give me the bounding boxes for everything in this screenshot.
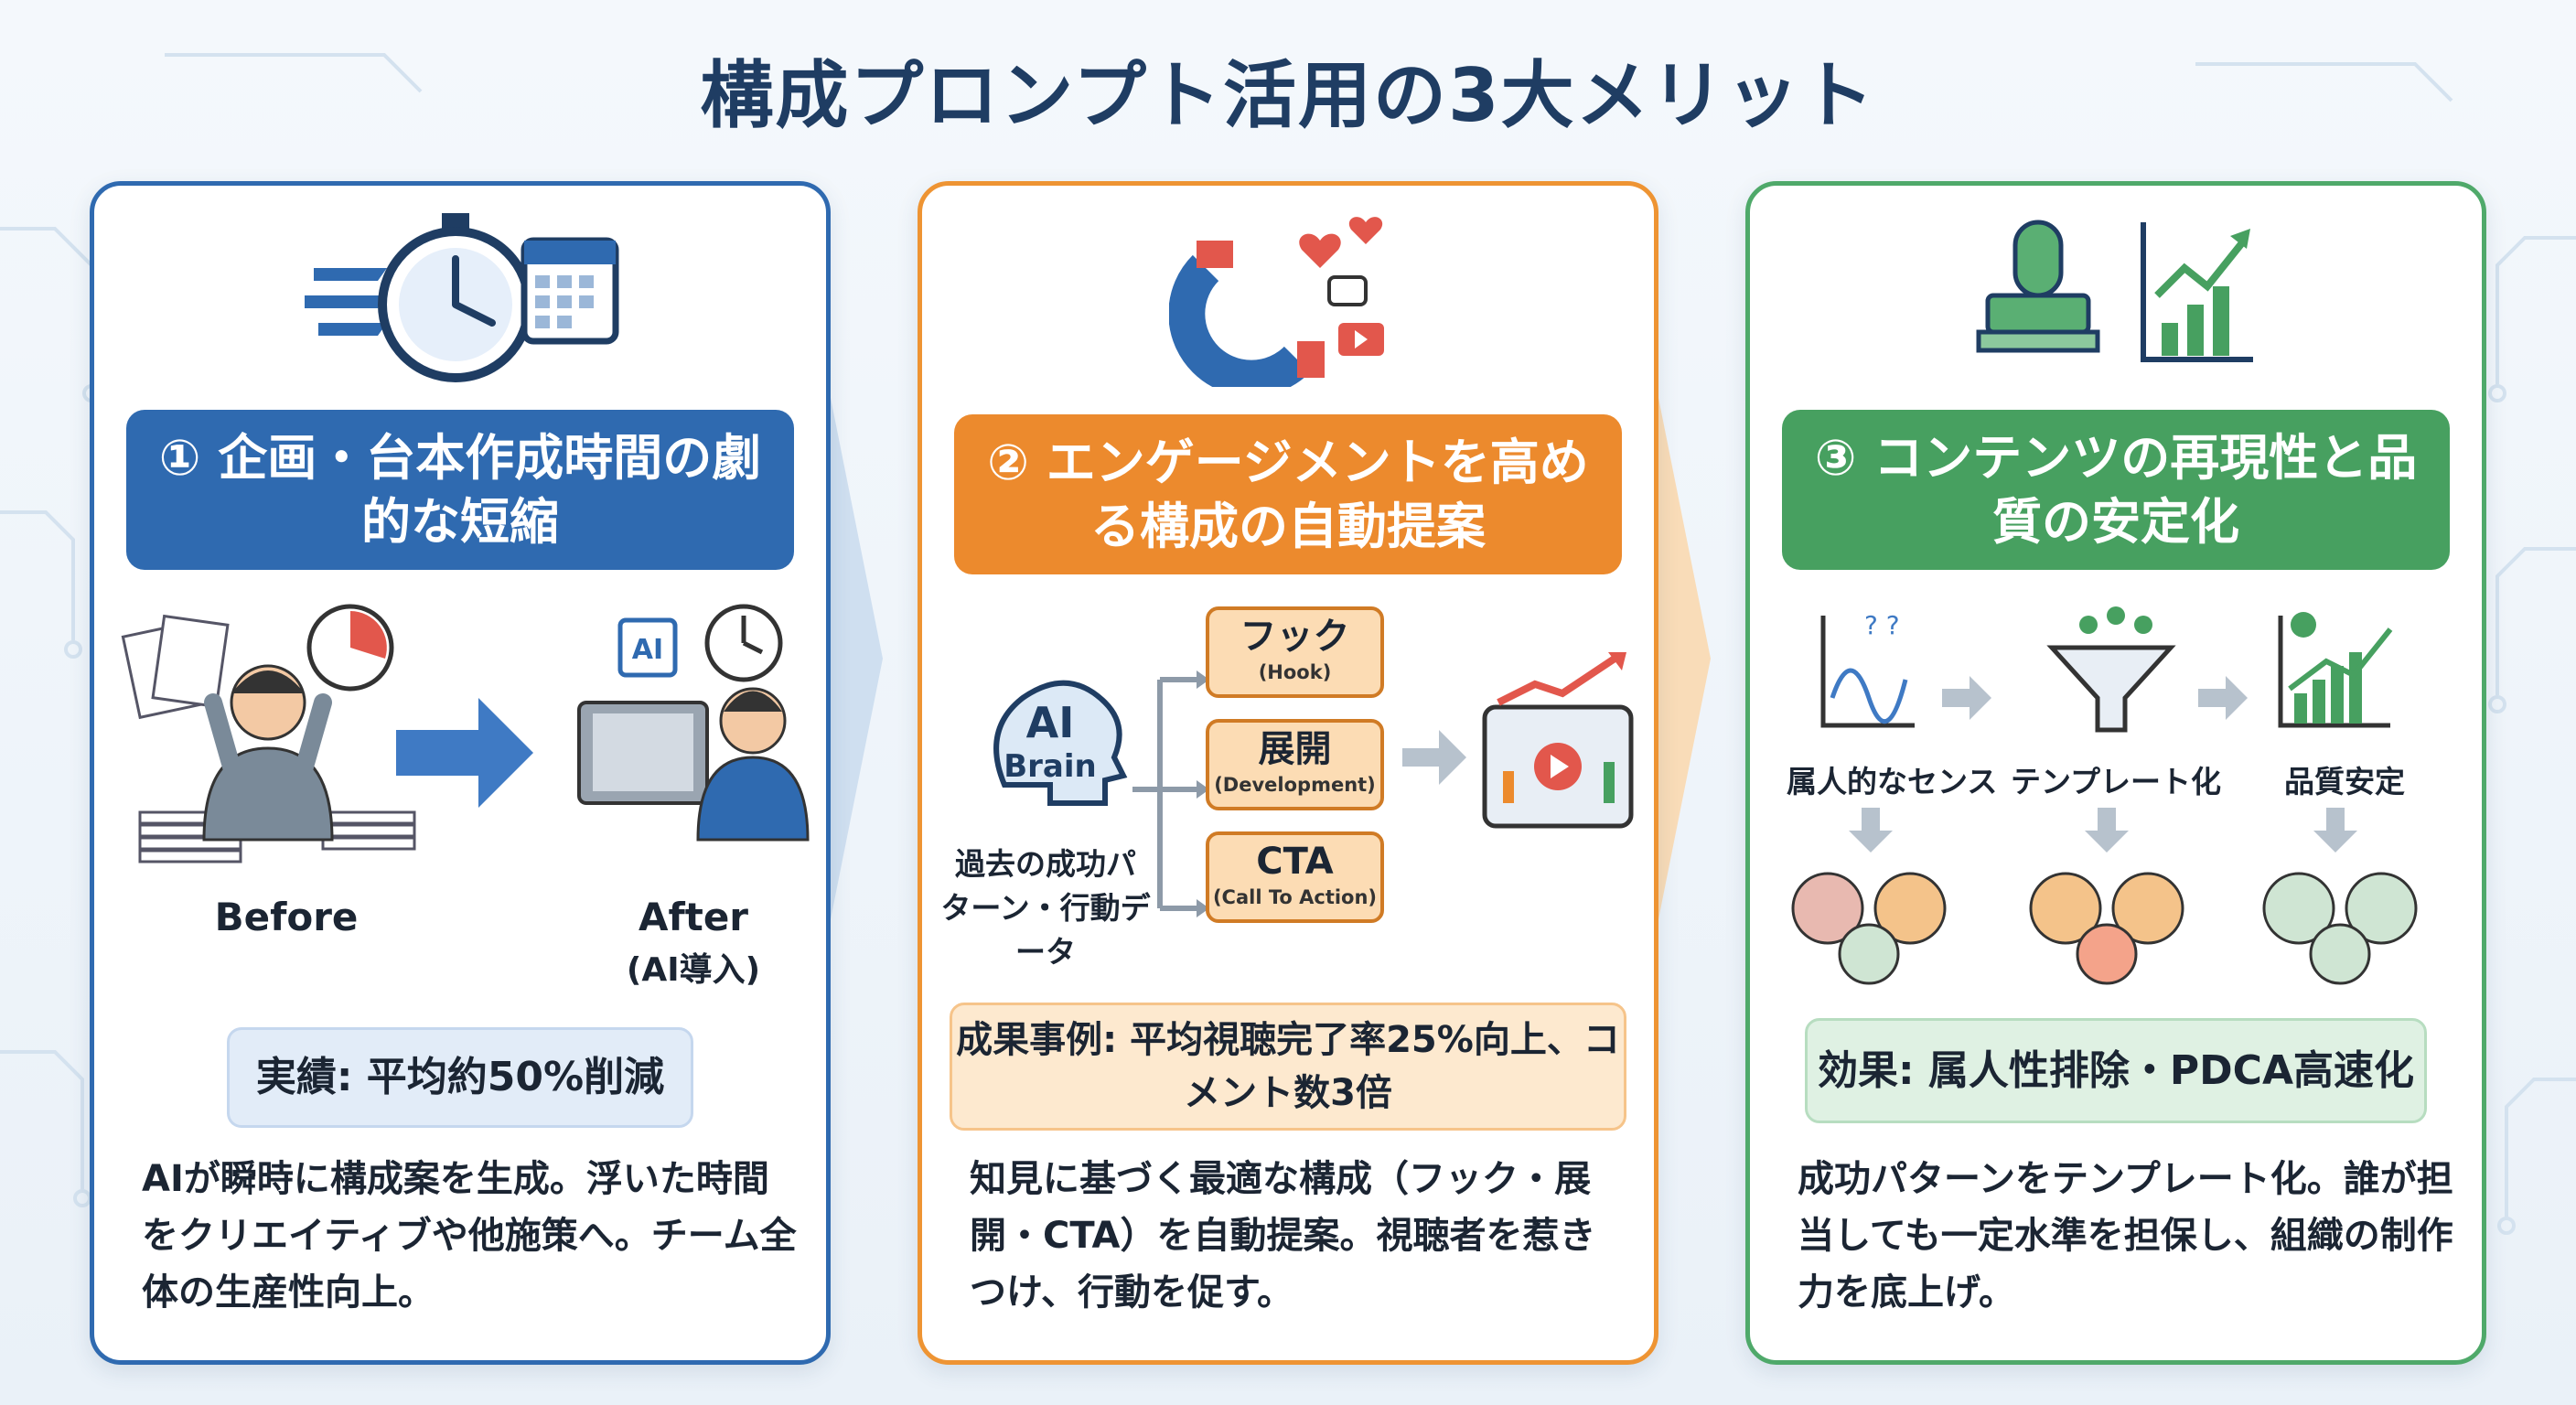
result-badge-3: 効果: 属人性排除・PDCA高速化 — [1805, 1018, 2427, 1123]
after-sublabel: (AI導入) — [626, 951, 761, 989]
flow-label-quality: 品質安定 — [2284, 764, 2405, 799]
brain-caption: 過去の成功パターン・行動データ — [940, 846, 1151, 970]
step-development-en: (Development) — [1214, 774, 1376, 796]
merit-card-time-reduction: ① 企画・台本作成時間の劇的な短縮 AI Before After — [90, 181, 831, 1365]
step-hook: フック (Hook) — [1206, 606, 1384, 698]
before-after-illustration: AI — [121, 604, 810, 863]
merit-banner-3: ③ コンテンツの再現性と品質の安定化 — [1782, 410, 2450, 570]
video-growth-icon — [1402, 652, 1634, 829]
brain-label: Brain — [1004, 748, 1097, 785]
page-title: 構成プロンプト活用の3大メリット — [700, 53, 1876, 138]
description-1: AIが瞬時に構成案を生成。浮いた時間をクリエイティブや他施策へ。チーム全体の生産… — [142, 1158, 797, 1314]
magnet-engagement-icon — [922, 204, 1654, 405]
step-hook-en: (Hook) — [1258, 661, 1332, 683]
result-badge-1: 実績: 平均約50%削減 — [227, 1027, 693, 1128]
merit-card-engagement: ② エンゲージメントを高める構成の自動提案 AI Brain 過去の成功パターン… — [918, 181, 1658, 1365]
step-cta-jp: CTA — [1256, 841, 1334, 883]
description-2: 知見に基づく最適な構成（フック・展開・CTA）を自動提案。視聴者を惹きつけ、行動… — [970, 1158, 1596, 1314]
step-connectors — [1132, 670, 1209, 917]
result-badge-2: 成果事例: 平均視聴完了率25%向上、コメント数3倍 — [950, 1003, 1626, 1131]
step-cta: CTA (Call To Action) — [1206, 831, 1384, 923]
step-development-jp: 展開 — [1258, 728, 1332, 770]
merit-card-quality: ③ コンテンツの再現性と品質の安定化 ? ? 属人的なセンス テンプレート化 品… — [1745, 181, 2486, 1365]
stopwatch-calendar-icon — [94, 204, 826, 405]
after-label: After — [638, 895, 749, 939]
chevron-arrow-1 — [828, 384, 883, 933]
flow-label-sense: 属人的なセンス — [1787, 764, 1998, 799]
step-development: 展開 (Development) — [1206, 719, 1384, 810]
merit-banner-2: ② エンゲージメントを高める構成の自動提案 — [954, 414, 1622, 574]
ai-chip-label: AI — [632, 634, 663, 666]
step-cta-en: (Call To Action) — [1212, 886, 1378, 908]
before-label: Before — [214, 895, 359, 939]
stamp-growth-chart-icon — [1750, 204, 2482, 405]
chevron-arrow-2 — [1656, 384, 1711, 933]
brain-ai-label: AI — [1025, 698, 1075, 747]
ai-brain-icon — [993, 680, 1128, 806]
template-flow-illustration: ? ? — [1791, 606, 2418, 985]
description-3: 成功パターンをテンプレート化。誰が担当しても一定水準を担保し、組織の制作力を底上… — [1798, 1158, 2453, 1314]
step-hook-jp: フック — [1240, 616, 1350, 658]
flow-label-template: テンプレート化 — [2010, 764, 2221, 799]
merit-banner-1: ① 企画・台本作成時間の劇的な短縮 — [126, 410, 794, 570]
svg-text:? ?: ? ? — [1864, 610, 1900, 640]
